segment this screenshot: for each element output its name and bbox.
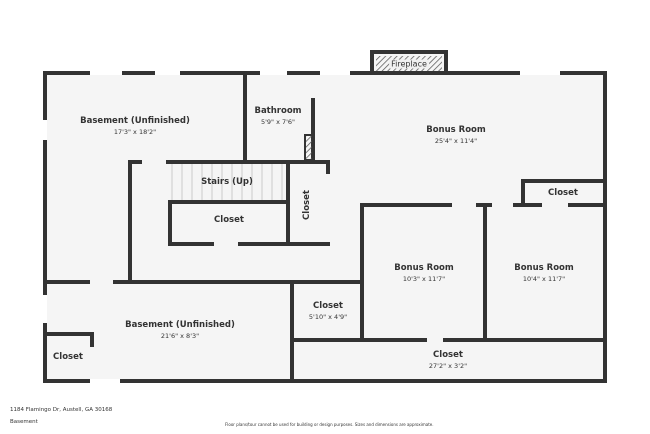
disclaimer: Floor plans/tour cannot be used for buil… xyxy=(225,422,434,427)
floor-name: Basement xyxy=(10,419,38,425)
room-closet: Closet xyxy=(548,188,578,198)
fireplace-label: Fireplace xyxy=(389,59,429,69)
room-basement-unfinished: Basement (Unfinished)21'6" x 8'3" xyxy=(125,320,235,340)
room-stairs: Stairs (Up) xyxy=(201,177,253,187)
room-closet: Closet xyxy=(214,215,244,225)
room-closet: Closet xyxy=(53,352,83,362)
room-basement-unfinished: Basement (Unfinished)17'3" x 18'2" xyxy=(80,116,190,136)
room-closet: Closet xyxy=(302,190,312,220)
address: 1184 Flamingo Dr, Austell, GA 30168 xyxy=(10,407,113,413)
